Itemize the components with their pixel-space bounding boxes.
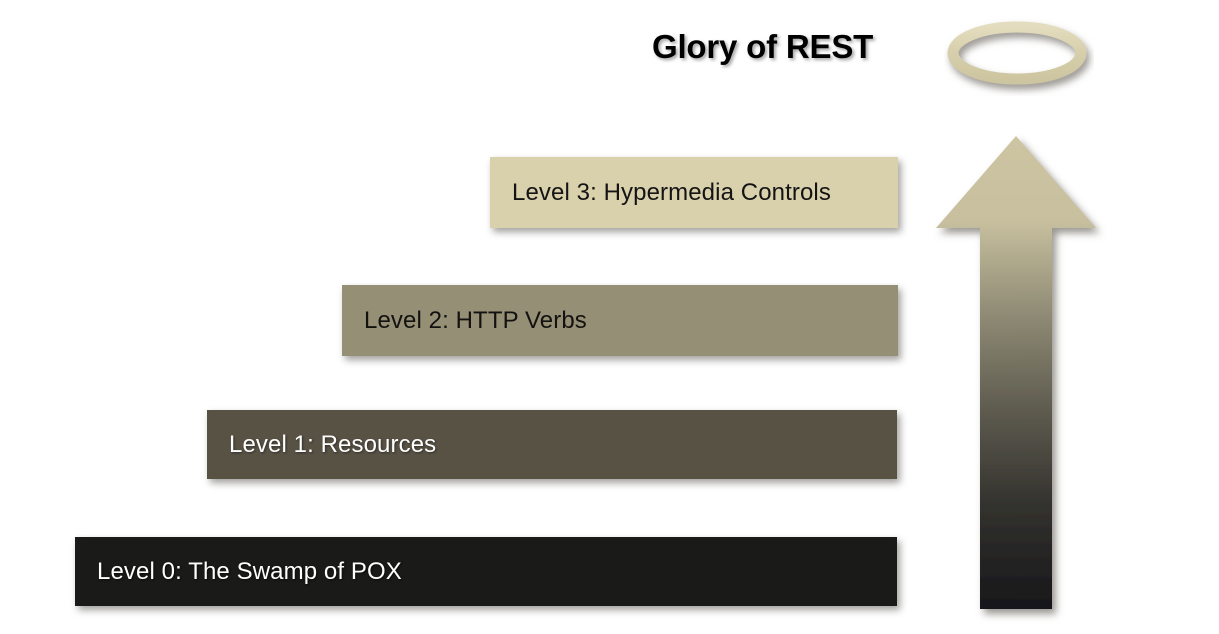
level-3-bar[interactable]: Level 3: Hypermedia Controls	[490, 157, 898, 228]
level-1-label: Level 1: Resources	[229, 430, 437, 458]
page-title: Glory of REST	[652, 28, 874, 65]
level-0-bar[interactable]: Level 0: The Swamp of POX	[75, 537, 897, 606]
halo-ring-icon	[944, 18, 1094, 96]
level-2-label: Level 2: HTTP Verbs	[364, 306, 587, 334]
level-0-label: Level 0: The Swamp of POX	[97, 557, 402, 585]
level-1-bar[interactable]: Level 1: Resources	[207, 410, 897, 479]
level-3-label: Level 3: Hypermedia Controls	[512, 178, 831, 206]
level-2-bar[interactable]: Level 2: HTTP Verbs	[342, 285, 898, 356]
upward-arrow-icon	[928, 128, 1104, 616]
